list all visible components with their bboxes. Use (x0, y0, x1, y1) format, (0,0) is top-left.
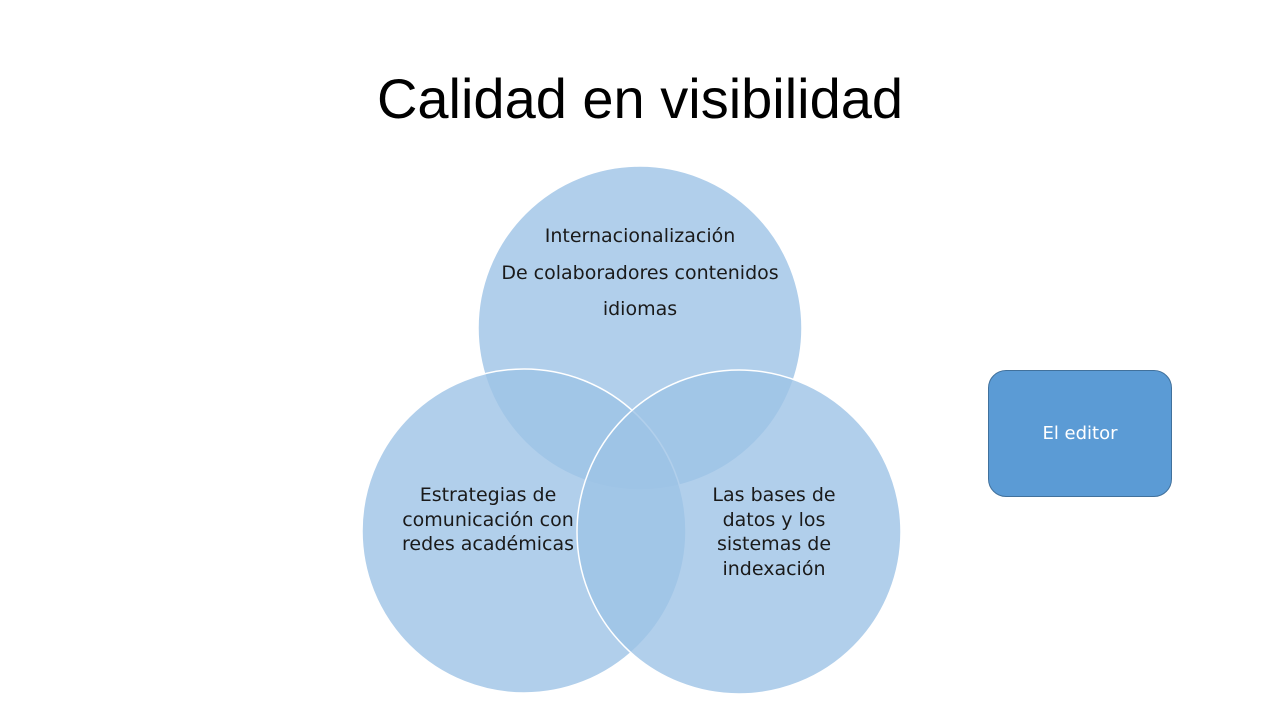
venn-top-label: Internacionalización De colaboradores co… (500, 224, 780, 334)
venn-right-label: Las bases de datos y los sistemas de ind… (712, 484, 836, 581)
venn-top-line-1: Internacionalización (544, 225, 736, 247)
venn-top-line-2: De colaboradores contenidos (501, 261, 779, 284)
venn-circle-right (576, 369, 902, 695)
editor-box: El editor (988, 370, 1172, 497)
venn-left-label: Estrategias de comunicación con redes ac… (401, 484, 575, 556)
venn-top-line-3: idiomas (602, 298, 678, 321)
slide-title: Calidad en visibilidad (376, 67, 904, 130)
editor-box-label: El editor (1042, 423, 1118, 444)
